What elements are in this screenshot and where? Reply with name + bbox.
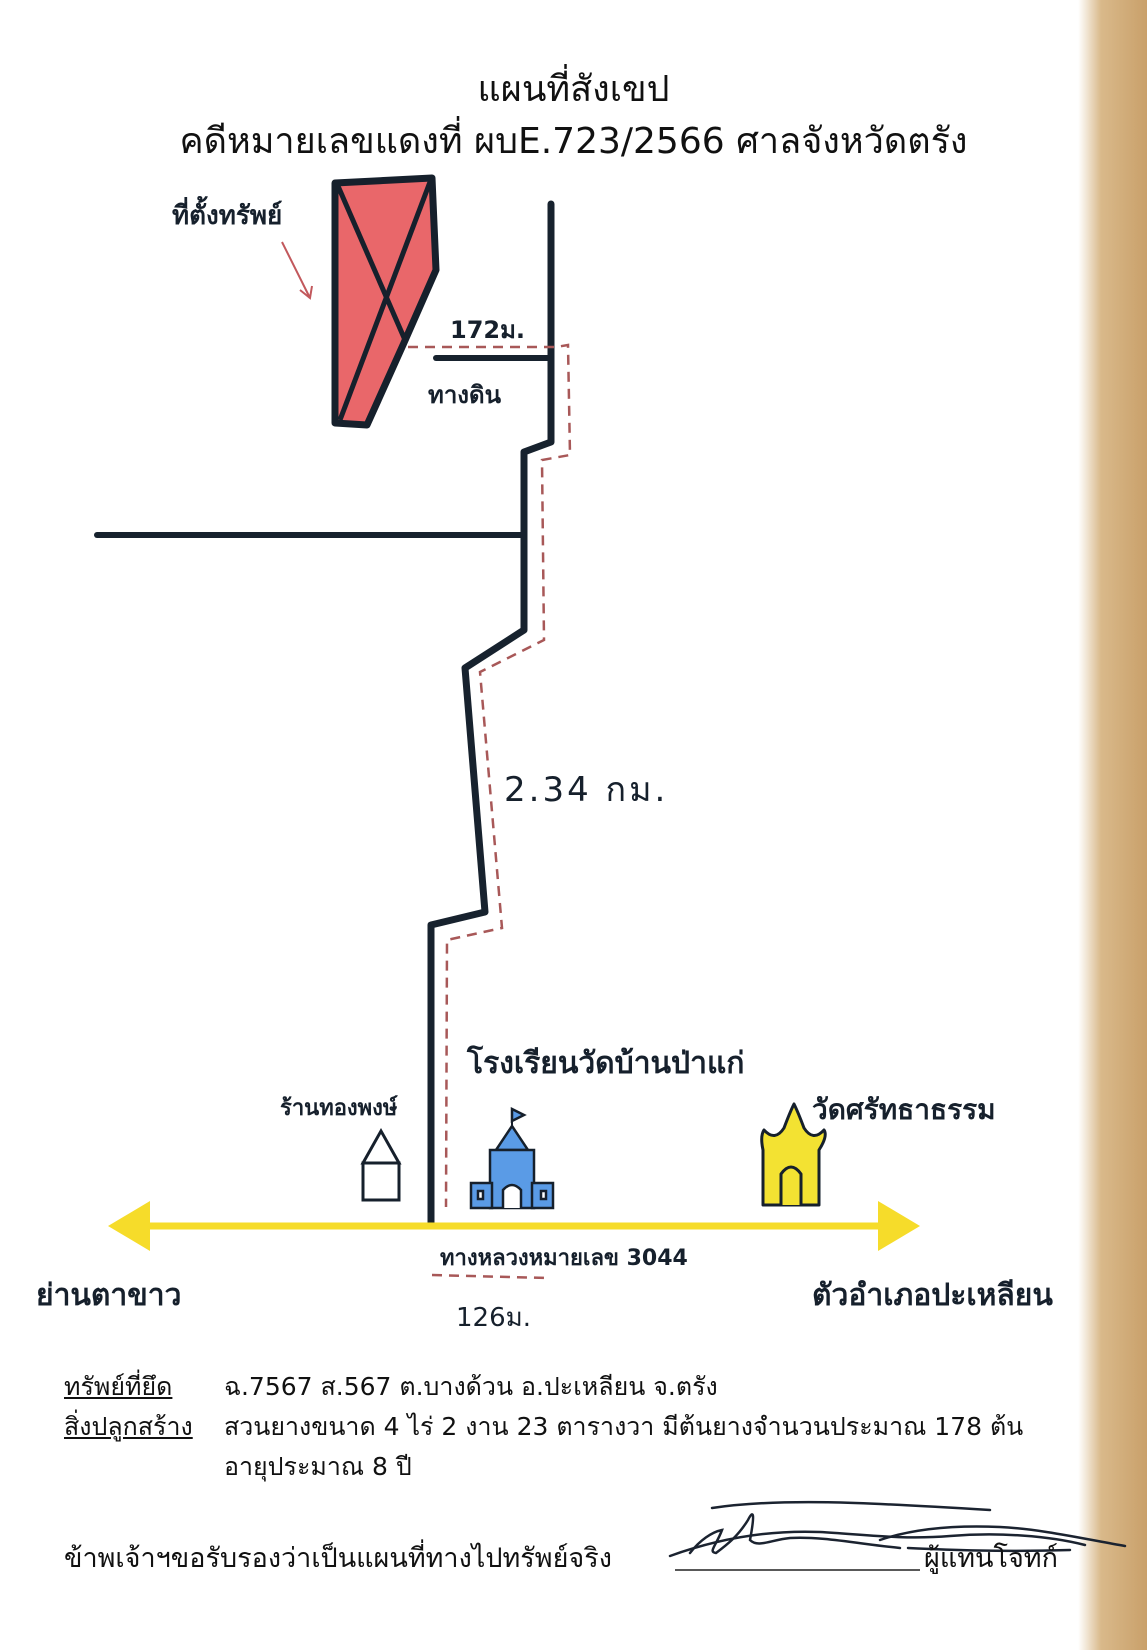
highway-distance-label: 126ม.	[456, 1303, 532, 1333]
asset-label: ทรัพย์ที่ยึด	[64, 1372, 173, 1401]
case-number-title: คดีหมายเลขแดงที่ ผบE.723/2566 ศาลจังหวัด…	[179, 121, 968, 162]
property-location-label: ที่ตั้งทรัพย์	[172, 201, 283, 231]
parcel-cross-line	[337, 181, 433, 421]
west-arrowhead	[108, 1201, 150, 1251]
property-pointer-arrow	[281, 241, 313, 300]
structure-row-continued: อายุประมาณ 8 ปี	[64, 1447, 412, 1487]
structure-label: สิ่งปลูกสร้าง	[64, 1412, 193, 1441]
school-building-icon	[469, 1106, 555, 1210]
structure-row: สิ่งปลูกสร้าง สวนยางขนาด 4 ไร่ 2 งาน 23 …	[64, 1407, 1023, 1447]
east-arrowhead	[878, 1201, 920, 1251]
asset-value: ฉ.7567 ส.567 ต.บางด้วน อ.ปะเหลียน จ.ตรัง	[223, 1372, 718, 1401]
main-route	[427, 200, 555, 1229]
shop-house-icon	[360, 1127, 402, 1202]
structure-value-line1: สวนยางขนาด 4 ไร่ 2 งาน 23 ตารางวา มีต้นย…	[223, 1412, 1024, 1441]
parcel-cross-line	[335, 185, 408, 341]
east-direction-label: ตัวอำเภอปะเหลียน	[812, 1278, 1053, 1313]
highway-distance-trace	[431, 1273, 549, 1280]
west-direction-label: ย่านตาขาว	[36, 1278, 182, 1313]
dirt-road-distance-label: 172ม.	[450, 316, 526, 344]
route-trace	[408, 343, 572, 1208]
handwritten-signature	[668, 1500, 1127, 1558]
shop-label: ร้านทองพงษ์	[280, 1096, 398, 1121]
dirt-road-label: ทางดิน	[428, 381, 502, 409]
route-distance-label: 2.34 กม.	[504, 770, 669, 810]
temple-label: วัดศรัทธาธรรม	[812, 1093, 996, 1126]
map-title: แผนที่สังเขป	[477, 69, 670, 110]
structure-value-line2: อายุประมาณ 8 ปี	[223, 1452, 412, 1481]
asset-row: ทรัพย์ที่ยึด ฉ.7567 ส.567 ต.บางด้วน อ.ปะ…	[64, 1367, 718, 1407]
highway-label: ทางหลวงหมายเลข 3044	[440, 1246, 688, 1271]
school-label: โรงเรียนวัดบ้านป่าแก่	[467, 1046, 745, 1081]
certification-text: ข้าพเจ้าฯขอรับรองว่าเป็นแผนที่ทางไปทรัพย…	[64, 1543, 612, 1574]
temple-icon	[760, 1102, 827, 1207]
signer-role: ผู้แทนโจทก์	[924, 1543, 1058, 1574]
